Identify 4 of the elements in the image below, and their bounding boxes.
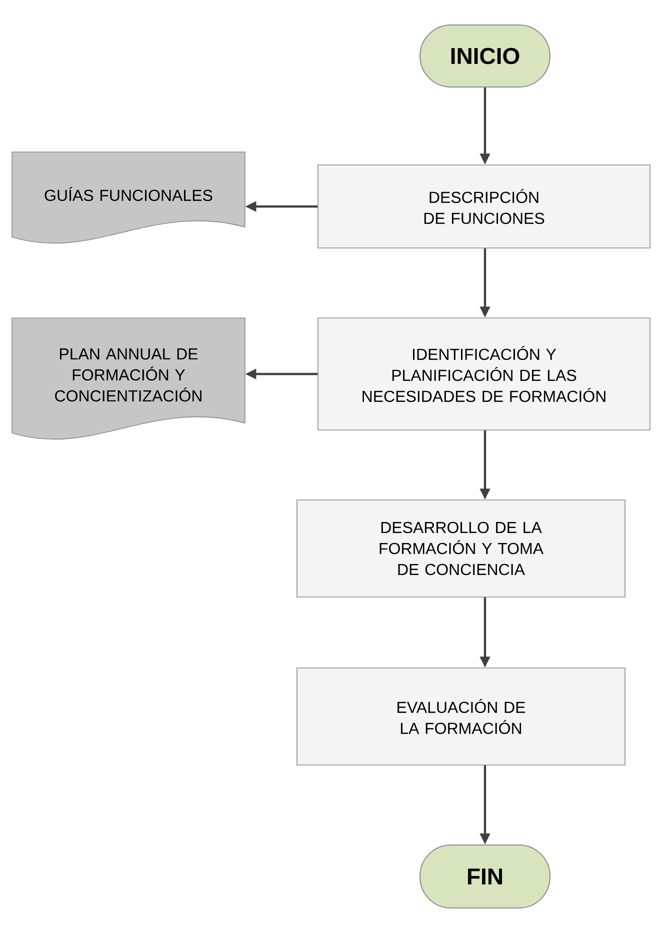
process-box: IDENTIFICACIÓN Y PLANIFICACIÓN DE LAS NECESIDADES DE FORMACIÓN [318, 318, 650, 430]
process-box: DESARROLLO DE LA FORMACIÓN Y TOMA DE CONCIENCIA [296, 500, 626, 598]
process-box: DESCRIPCIÓN DE FUNCIONES [318, 164, 650, 248]
process-box: EVALUACIÓN DE LA FORMACIÓN [296, 668, 626, 766]
